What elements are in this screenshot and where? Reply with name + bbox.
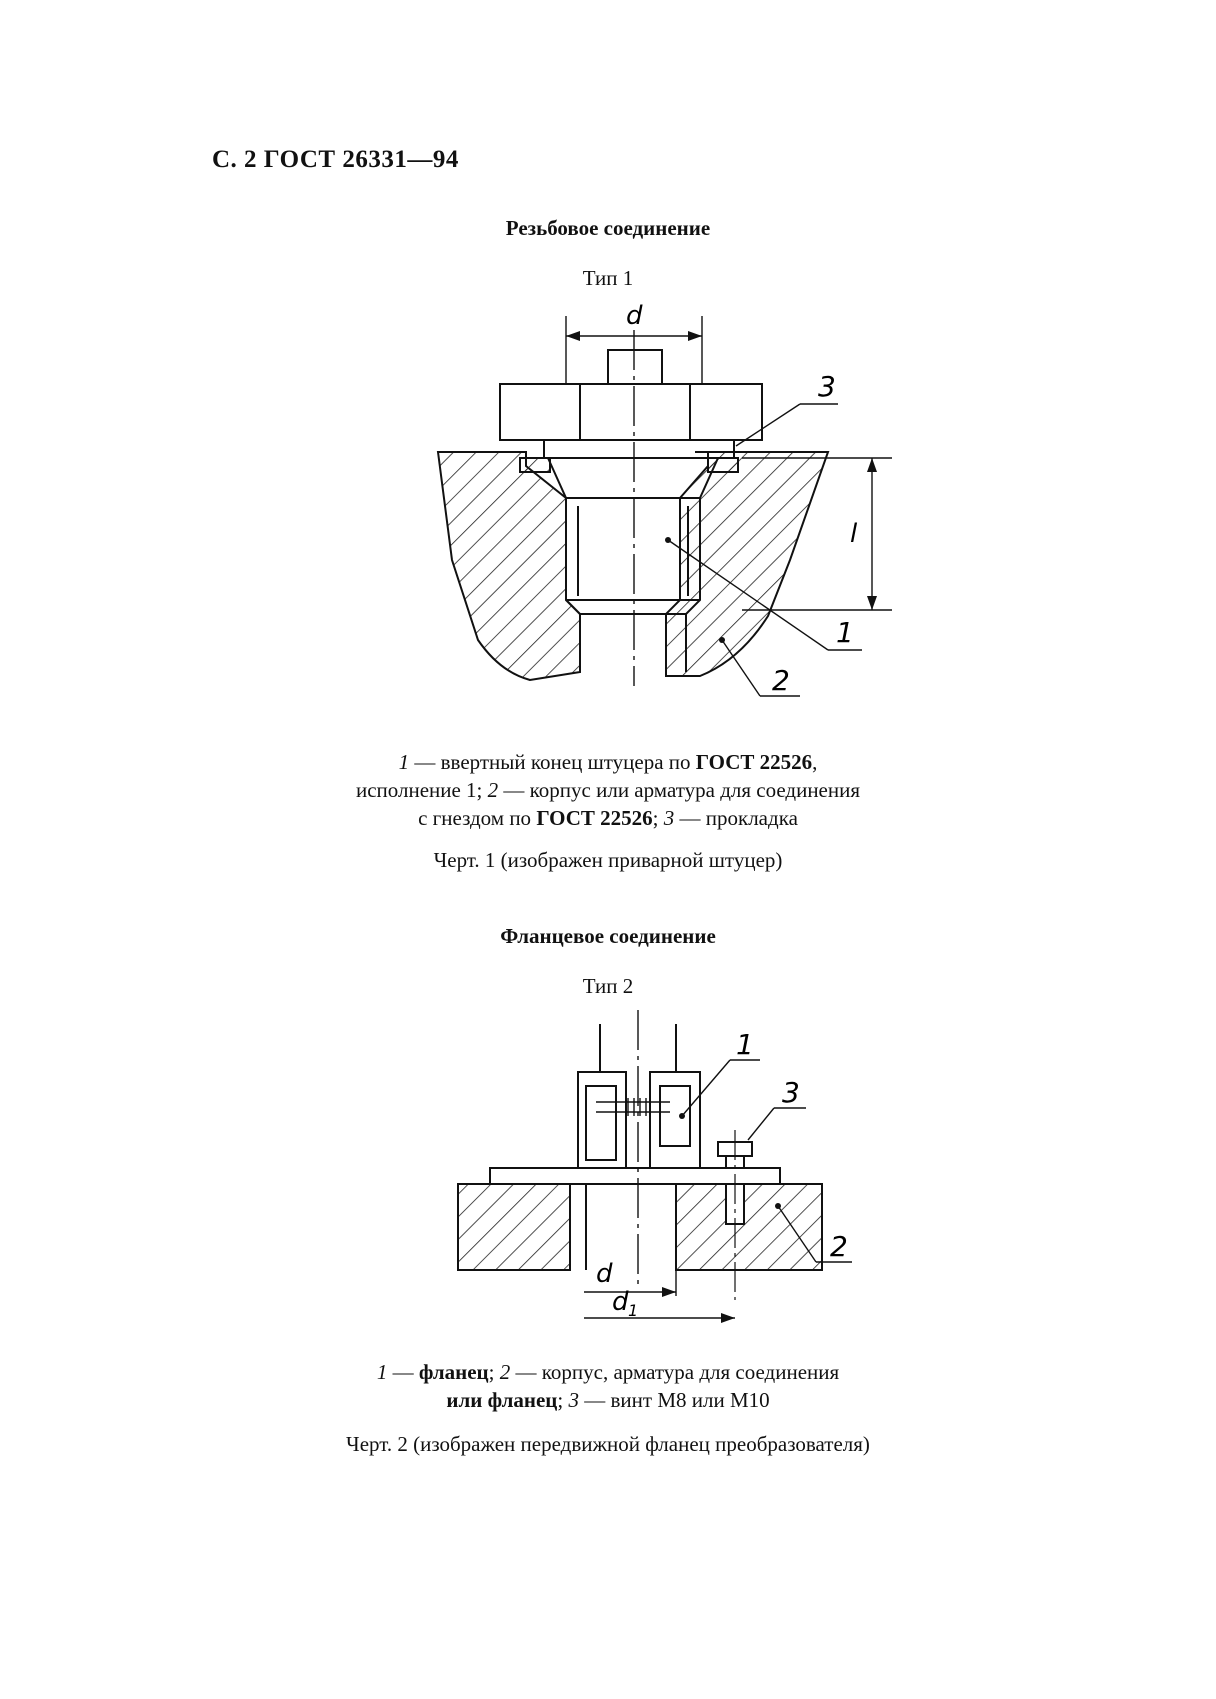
section1-type-label: Тип 1 xyxy=(582,266,634,290)
figure-1-caption: 1 — ввертный конец штуцера по ГОСТ 22526… xyxy=(355,750,861,830)
page-header: С. 2 ГОСТ 26331—94 xyxy=(212,146,459,173)
figure-1-number: Черт. 1 (изображен приварной штуцер) xyxy=(433,848,783,872)
section1-title: Резьбовое соединение xyxy=(505,216,711,240)
fig1-label-l: l xyxy=(850,519,858,549)
fig1-callout-3: 3 xyxy=(818,370,836,403)
figure-2 xyxy=(457,1010,852,1323)
section2-title: Фланцевое соединение xyxy=(500,924,716,948)
figure-1 xyxy=(436,316,892,697)
fig2-label-d1-subscript: 1 xyxy=(628,1301,638,1320)
fig2-callout-3: 3 xyxy=(782,1076,800,1109)
fig2-callout-1: 1 xyxy=(736,1028,754,1061)
fig2-label-d1: d xyxy=(612,1287,629,1317)
section2-type-label: Тип 2 xyxy=(582,974,634,998)
fig1-callout-2: 2 xyxy=(772,664,790,697)
fig2-label-d: d xyxy=(596,1259,613,1289)
figure-2-number: Черт. 2 (изображен передвижной фланец пр… xyxy=(346,1432,870,1456)
figure-2-caption: 1 — фланец; 2 — корпус, арматура для сое… xyxy=(376,1360,840,1412)
fig1-callout-1: 1 xyxy=(836,616,854,649)
fig2-callout-2: 2 xyxy=(830,1230,848,1263)
fig1-label-d: d xyxy=(626,301,643,331)
